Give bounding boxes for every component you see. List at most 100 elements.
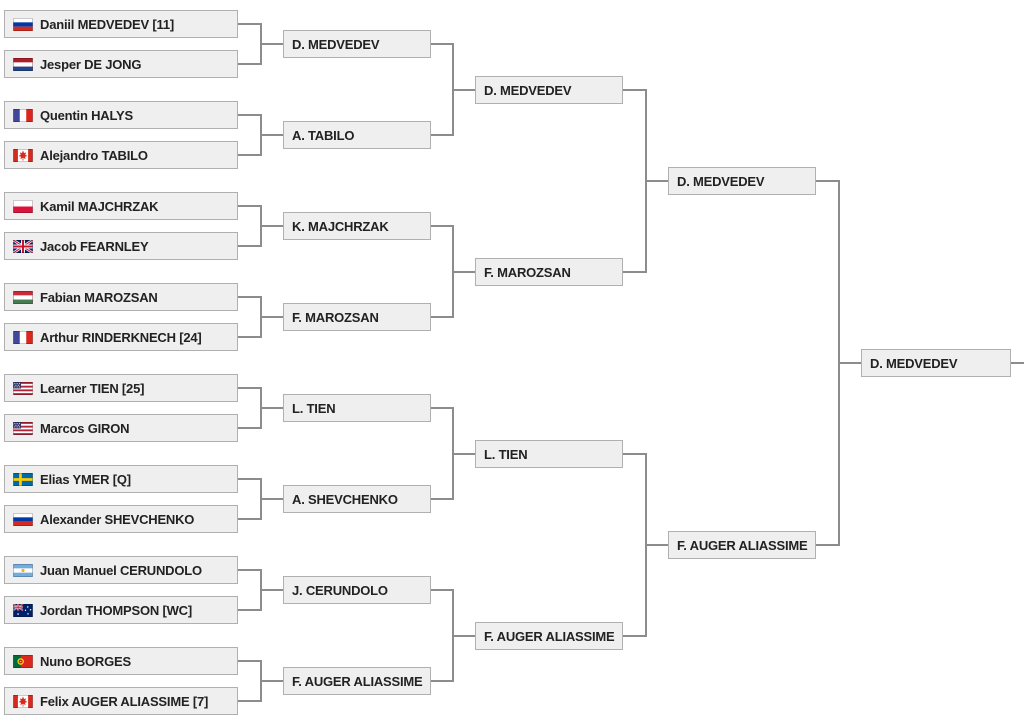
bracket-connector-line — [238, 700, 261, 702]
bracket-connector-line — [261, 680, 283, 682]
player-name: Arthur RINDERKNECH [24] — [40, 329, 202, 345]
player-box[interactable]: F. MAROZSAN — [283, 303, 431, 331]
player-name: D. MEDVEDEV — [677, 173, 765, 189]
player-name: Felix AUGER ALIASSIME [7] — [40, 693, 209, 709]
flag-pt-icon — [13, 654, 33, 668]
bracket-connector-line — [623, 634, 646, 637]
bracket-connector-line — [261, 498, 283, 500]
bracket-connector-line — [238, 296, 261, 298]
bracket-connector-line — [238, 154, 261, 156]
bracket-connector-line — [431, 498, 453, 500]
player-name: L. TIEN — [292, 400, 336, 416]
player-box[interactable]: Marcos GIRON — [4, 414, 238, 442]
bracket-connector-line — [238, 336, 261, 338]
player-name: Nuno BORGES — [40, 653, 131, 669]
flag-au-icon — [13, 603, 33, 617]
player-name: F. AUGER ALIASSIME — [292, 673, 423, 689]
flag-us-icon — [13, 381, 33, 395]
player-box[interactable]: D. MEDVEDEV — [668, 167, 816, 195]
bracket-connector-line — [261, 589, 283, 591]
player-box[interactable]: A. SHEVCHENKO — [283, 485, 431, 513]
bracket-connector-line — [261, 407, 283, 409]
bracket-connector-line — [238, 245, 261, 247]
bracket-connector-line — [431, 407, 453, 409]
player-box[interactable]: K. MAJCHRZAK — [283, 212, 431, 240]
player-name: D. MEDVEDEV — [292, 36, 380, 52]
player-box[interactable]: L. TIEN — [283, 394, 431, 422]
player-name: Alexander SHEVCHENKO — [40, 511, 195, 527]
bracket-connector-line — [453, 270, 475, 273]
flag-pl-icon — [13, 199, 33, 213]
bracket-connector-line — [238, 427, 261, 429]
player-box[interactable]: D. MEDVEDEV — [283, 30, 431, 58]
bracket-connector-line — [238, 63, 261, 65]
player-name: Elias YMER [Q] — [40, 471, 131, 487]
bracket-connector-line — [431, 680, 453, 682]
player-box[interactable]: Jesper DE JONG — [4, 50, 238, 78]
bracket-connector-line — [238, 569, 261, 571]
player-box[interactable]: Elias YMER [Q] — [4, 465, 238, 493]
player-box[interactable]: D. MEDVEDEV — [861, 349, 1011, 377]
player-box[interactable]: Quentin HALYS — [4, 101, 238, 129]
player-name: Fabian MAROZSAN — [40, 289, 158, 305]
flag-ca-icon — [13, 148, 33, 162]
player-name: Jesper DE JONG — [40, 56, 142, 72]
player-box[interactable]: Fabian MAROZSAN — [4, 283, 238, 311]
bracket-connector-line — [623, 452, 646, 455]
bracket-connector-line — [453, 452, 475, 455]
flag-hu-icon — [13, 290, 33, 304]
player-box[interactable]: Alexander SHEVCHENKO — [4, 505, 238, 533]
flag-ru-icon — [13, 512, 33, 526]
player-box[interactable]: Daniil MEDVEDEV [11] — [4, 10, 238, 38]
player-box[interactable]: Juan Manuel CERUNDOLO — [4, 556, 238, 584]
player-name: K. MAJCHRZAK — [292, 218, 389, 234]
player-name: Juan Manuel CERUNDOLO — [40, 562, 202, 578]
bracket-connector-line — [238, 478, 261, 480]
player-box[interactable]: F. AUGER ALIASSIME — [475, 622, 623, 650]
player-box[interactable]: D. MEDVEDEV — [475, 76, 623, 104]
player-name: J. CERUNDOLO — [292, 582, 388, 598]
player-name: L. TIEN — [484, 446, 528, 462]
player-name: D. MEDVEDEV — [870, 355, 958, 371]
bracket-connector-line — [646, 543, 668, 546]
bracket-connector-line — [431, 316, 453, 318]
player-box[interactable]: Jacob FEARNLEY — [4, 232, 238, 260]
player-box[interactable]: J. CERUNDOLO — [283, 576, 431, 604]
player-box[interactable]: Jordan THOMPSON [WC] — [4, 596, 238, 624]
player-box[interactable]: Nuno BORGES — [4, 647, 238, 675]
player-name: Jacob FEARNLEY — [40, 238, 149, 254]
player-box[interactable]: L. TIEN — [475, 440, 623, 468]
player-box[interactable]: Kamil MAJCHRZAK — [4, 192, 238, 220]
bracket-connector-line — [839, 361, 861, 364]
player-box[interactable]: Learner TIEN [25] — [4, 374, 238, 402]
bracket-connector-line — [453, 88, 475, 91]
player-box[interactable]: F. AUGER ALIASSIME — [668, 531, 816, 559]
player-name: Kamil MAJCHRZAK — [40, 198, 159, 214]
player-name: Marcos GIRON — [40, 420, 130, 436]
player-box[interactable]: A. TABILO — [283, 121, 431, 149]
bracket-connector-line — [261, 225, 283, 227]
bracket-connector-line — [453, 634, 475, 637]
flag-ru-icon — [13, 17, 33, 31]
player-name: A. SHEVCHENKO — [292, 491, 398, 507]
bracket-connector-line — [238, 387, 261, 389]
bracket-connector-line — [646, 179, 668, 182]
player-name: Jordan THOMPSON [WC] — [40, 602, 192, 618]
flag-fr-icon — [13, 330, 33, 344]
player-box[interactable]: Felix AUGER ALIASSIME [7] — [4, 687, 238, 715]
bracket-connector-line — [623, 88, 646, 91]
player-name: F. MAROZSAN — [484, 264, 571, 280]
bracket-connector-line — [431, 589, 453, 591]
player-name: A. TABILO — [292, 127, 355, 143]
player-box[interactable]: Arthur RINDERKNECH [24] — [4, 323, 238, 351]
bracket-connector-line — [238, 205, 261, 207]
flag-ar-icon — [13, 563, 33, 577]
player-box[interactable]: Alejandro TABILO — [4, 141, 238, 169]
flag-se-icon — [13, 472, 33, 486]
player-box[interactable]: F. AUGER ALIASSIME — [283, 667, 431, 695]
bracket-connector-line — [238, 660, 261, 662]
bracket-connector-line — [261, 134, 283, 136]
player-box[interactable]: F. MAROZSAN — [475, 258, 623, 286]
player-name: Daniil MEDVEDEV [11] — [40, 16, 174, 32]
